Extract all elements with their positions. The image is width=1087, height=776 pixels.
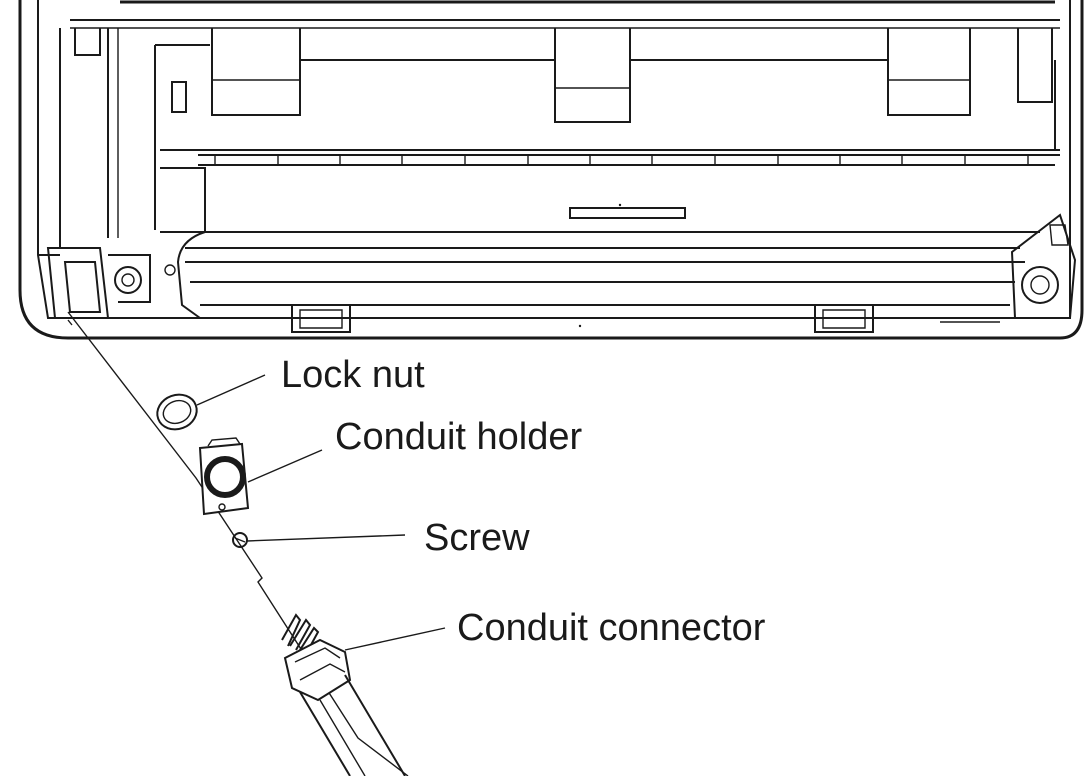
conduit-connector-part xyxy=(281,613,406,776)
lock-nut-label: Lock nut xyxy=(281,354,425,396)
indoor-unit-body xyxy=(18,0,1084,340)
conduit-holder-label: Conduit holder xyxy=(335,416,583,458)
conduit-connector-label: Conduit connector xyxy=(457,607,766,649)
leader-lines xyxy=(196,374,446,651)
screw-label: Screw xyxy=(424,517,530,559)
conduit-holder-part xyxy=(198,437,250,516)
wire-path xyxy=(67,311,409,776)
screw-part xyxy=(232,532,248,548)
lock-nut-part xyxy=(156,393,198,431)
